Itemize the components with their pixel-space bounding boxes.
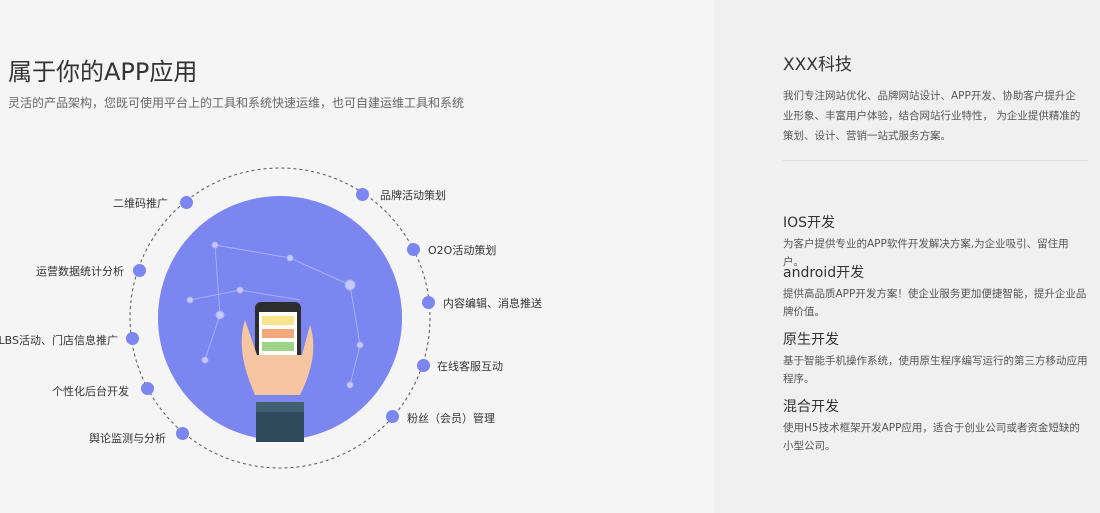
node-dot — [386, 410, 399, 423]
node-dot — [422, 296, 435, 309]
node-dot — [141, 382, 154, 395]
company-name: XXX科技 — [783, 55, 852, 75]
node-label: 运营数据统计分析 — [36, 265, 124, 278]
service-native: 原生开发基于智能手机操作系统，使用原生程序编写运行的第三方移动应用程序。 — [783, 329, 1088, 388]
node-dot — [176, 427, 189, 440]
page-title: 属于你的APP应用 — [8, 58, 198, 86]
service-hybrid: 混合开发使用H5技术框架开发APP应用，适合于创业公司或者资金短缺的小型公司。 — [783, 396, 1088, 455]
node-dot — [133, 264, 146, 277]
service-desc: 基于智能手机操作系统，使用原生程序编写运行的第三方移动应用程序。 — [783, 355, 1088, 385]
service-ios: IOS开发为客户提供专业的APP软件开发解决方案,为企业吸引、留住用户。 — [783, 212, 1088, 271]
app-illustration — [129, 167, 431, 469]
company-description: 我们专注网站优化、品牌网站设计、APP开发、协助客户提升企业形象、丰富用户体验，… — [783, 90, 1081, 142]
node-dot — [180, 196, 193, 209]
service-desc: 为客户提供专业的APP软件开发解决方案,为企业吸引、留住用户。 — [783, 238, 1069, 268]
node-label: O2O活动策划 — [428, 244, 497, 257]
node-label: 内容编辑、消息推送 — [443, 297, 542, 310]
service-title: 混合开发 — [783, 399, 839, 415]
service-title: 原生开发 — [783, 332, 839, 348]
company-sidebar — [714, 0, 1100, 513]
service-title: android开发 — [783, 265, 865, 281]
node-label: 舆论监测与分析 — [89, 432, 166, 445]
node-label: 品牌活动策划 — [380, 189, 446, 202]
node-label: 二维码推广 — [113, 197, 168, 210]
node-dot — [417, 359, 430, 372]
node-label: LBS活动、门店信息推广 — [0, 334, 118, 347]
page-subtitle: 灵活的产品架构，您既可使用平台上的工具和系统快速运维，也可自建运维工具和系统 — [8, 96, 465, 110]
node-label: 粉丝（会员）管理 — [407, 412, 495, 425]
service-title: IOS开发 — [783, 215, 836, 231]
node-dot — [356, 188, 369, 201]
main-section: 属于你的APP应用 灵活的产品架构，您既可使用平台上的工具和系统快速运维，也可自… — [0, 58, 542, 469]
node-dot — [407, 243, 420, 256]
node-label: 在线客服互动 — [437, 360, 503, 373]
service-desc: 提供高品质APP开发方案！使企业服务更加便捷智能，提升企业品牌价值。 — [783, 288, 1087, 318]
node-label: 个性化后台开发 — [52, 385, 129, 398]
node-dot — [126, 332, 139, 345]
divider — [783, 160, 1088, 161]
service-desc: 使用H5技术框架开发APP应用，适合于创业公司或者资金短缺的小型公司。 — [783, 422, 1080, 452]
service-android: android开发提供高品质APP开发方案！使企业服务更加便捷智能，提升企业品牌… — [783, 262, 1088, 321]
